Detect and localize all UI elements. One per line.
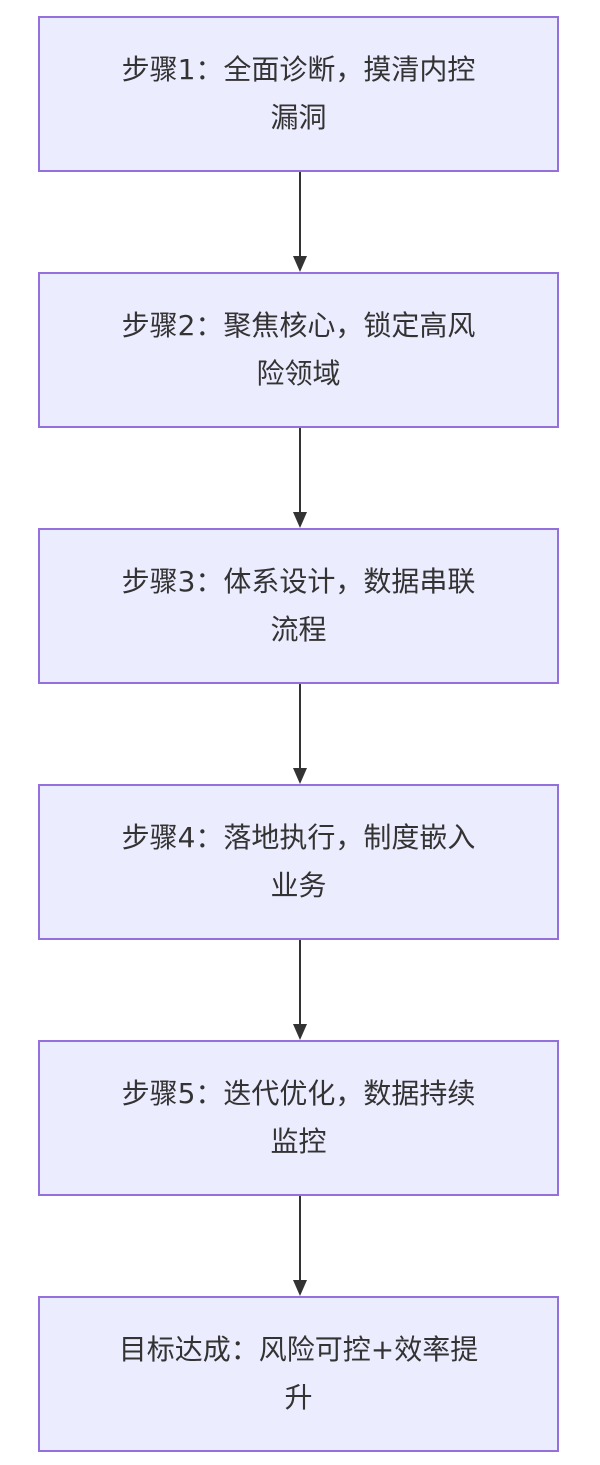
edge-step2-to-step3	[290, 428, 310, 528]
arrow-down-icon	[293, 428, 307, 528]
node-label-step3: 步骤3：体系设计，数据串联流程	[121, 565, 476, 646]
arrow-down-icon	[293, 684, 307, 784]
flow-node-goal: 目标达成：风险可控+效率提升	[38, 1296, 559, 1452]
flow-node-step2: 步骤2：聚焦核心，锁定高风险领域	[38, 272, 559, 428]
node-label-step5: 步骤5：迭代优化，数据持续监控	[121, 1077, 476, 1158]
edge-step3-to-step4	[290, 684, 310, 784]
edge-step5-to-goal	[290, 1196, 310, 1296]
node-label-step2: 步骤2：聚焦核心，锁定高风险领域	[121, 309, 476, 390]
flow-node-step1: 步骤1：全面诊断，摸清内控漏洞	[38, 16, 559, 172]
node-label-goal: 目标达成：风险可控+效率提升	[118, 1333, 479, 1414]
flow-node-step3: 步骤3：体系设计，数据串联流程	[38, 528, 559, 684]
edge-step4-to-step5	[290, 940, 310, 1040]
arrow-down-icon	[293, 172, 307, 272]
flow-node-step4: 步骤4：落地执行，制度嵌入业务	[38, 784, 559, 940]
arrow-down-icon	[293, 1196, 307, 1296]
edge-step1-to-step2	[290, 172, 310, 272]
node-label-step4: 步骤4：落地执行，制度嵌入业务	[121, 821, 476, 902]
arrow-down-icon	[293, 940, 307, 1040]
node-label-step1: 步骤1：全面诊断，摸清内控漏洞	[121, 53, 476, 134]
flow-node-step5: 步骤5：迭代优化，数据持续监控	[38, 1040, 559, 1196]
